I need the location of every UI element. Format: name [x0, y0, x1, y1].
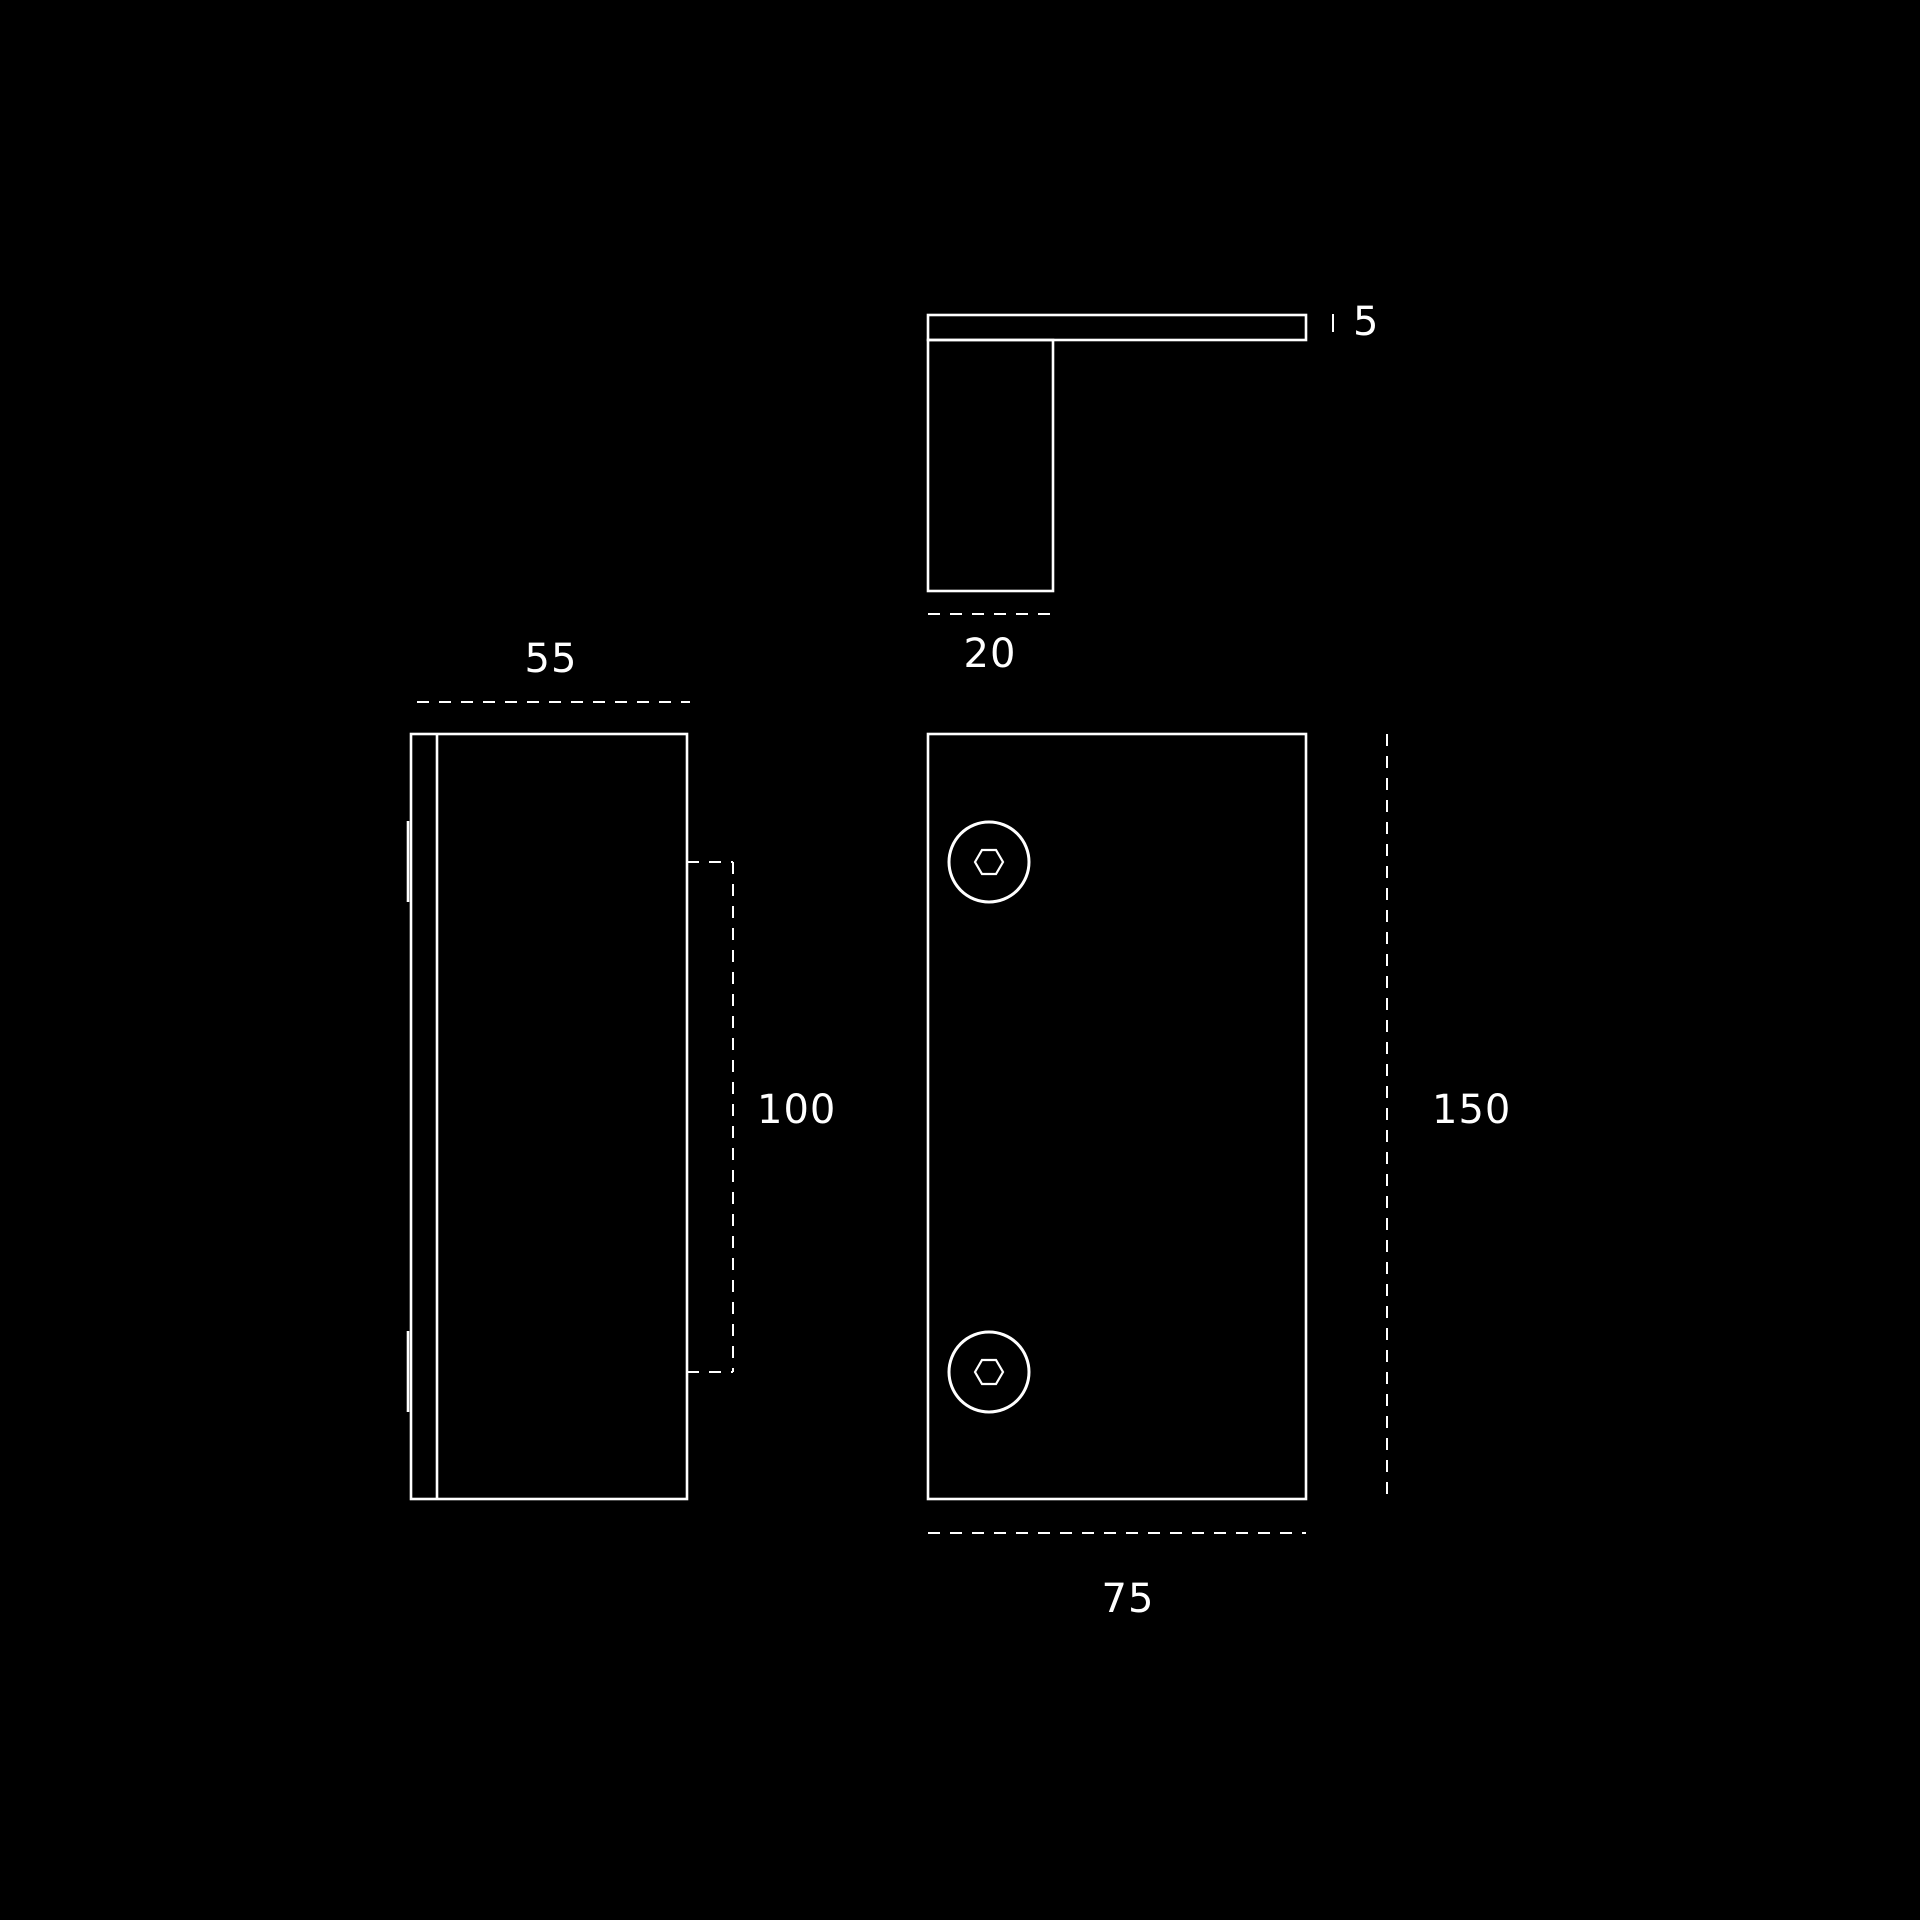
side-view-body [409, 732, 689, 1501]
top-depth-label: 20 [964, 631, 1017, 677]
bottom-screw [947, 1330, 1031, 1414]
front-height-label: 150 [1432, 1087, 1511, 1133]
front-view-plate [926, 732, 1308, 1501]
top-view-grip [926, 338, 1055, 593]
side-view: 55 100 [406, 636, 836, 1501]
top-screw [947, 820, 1031, 904]
front-view: 150 75 [926, 732, 1511, 1622]
top-view-plate [926, 313, 1308, 342]
front-width-label: 75 [1102, 1576, 1155, 1622]
top-screw-head [947, 820, 1031, 904]
bottom-screw-hex-socket-icon [973, 1358, 1005, 1386]
hole-spacing-label: 100 [757, 1087, 836, 1133]
top-screw-hex-socket-icon [973, 848, 1005, 876]
side-width-label: 55 [525, 636, 578, 682]
bottom-screw-head [947, 1330, 1031, 1414]
top-view: 5 20 [926, 299, 1379, 677]
plate-thickness-label: 5 [1353, 299, 1379, 345]
